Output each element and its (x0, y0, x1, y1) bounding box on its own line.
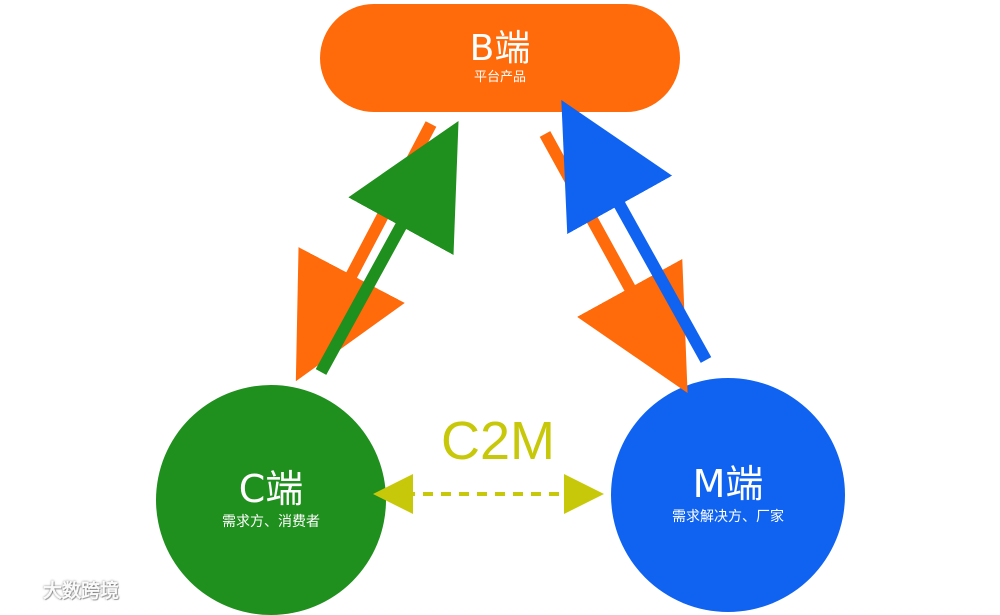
m-end-node: M端 需求解决方、厂家 (611, 378, 845, 612)
b-to-m-arrow (539, 131, 688, 394)
b-end-title: B端 (469, 28, 531, 70)
c-end-node: C端 需求方、消费者 (156, 385, 386, 615)
c-end-title: C端 (238, 466, 304, 511)
m-end-subtitle: 需求解决方、厂家 (672, 508, 784, 525)
b-to-c-arrow (295, 121, 437, 382)
b-end-subtitle: 平台产品 (473, 70, 526, 86)
b-end-node: B端 平台产品 (320, 4, 680, 112)
watermark-text: 大数跨境 (43, 580, 120, 602)
watermark-logo (7, 579, 39, 601)
m-end-title: M端 (692, 461, 764, 506)
m-to-b-arrow (561, 100, 712, 363)
watermark: 大数跨境 (7, 576, 119, 603)
c2m-label: C2M (440, 411, 555, 471)
c-to-b-arrow (315, 120, 459, 375)
c-end-subtitle: 需求方、消费者 (222, 513, 320, 530)
